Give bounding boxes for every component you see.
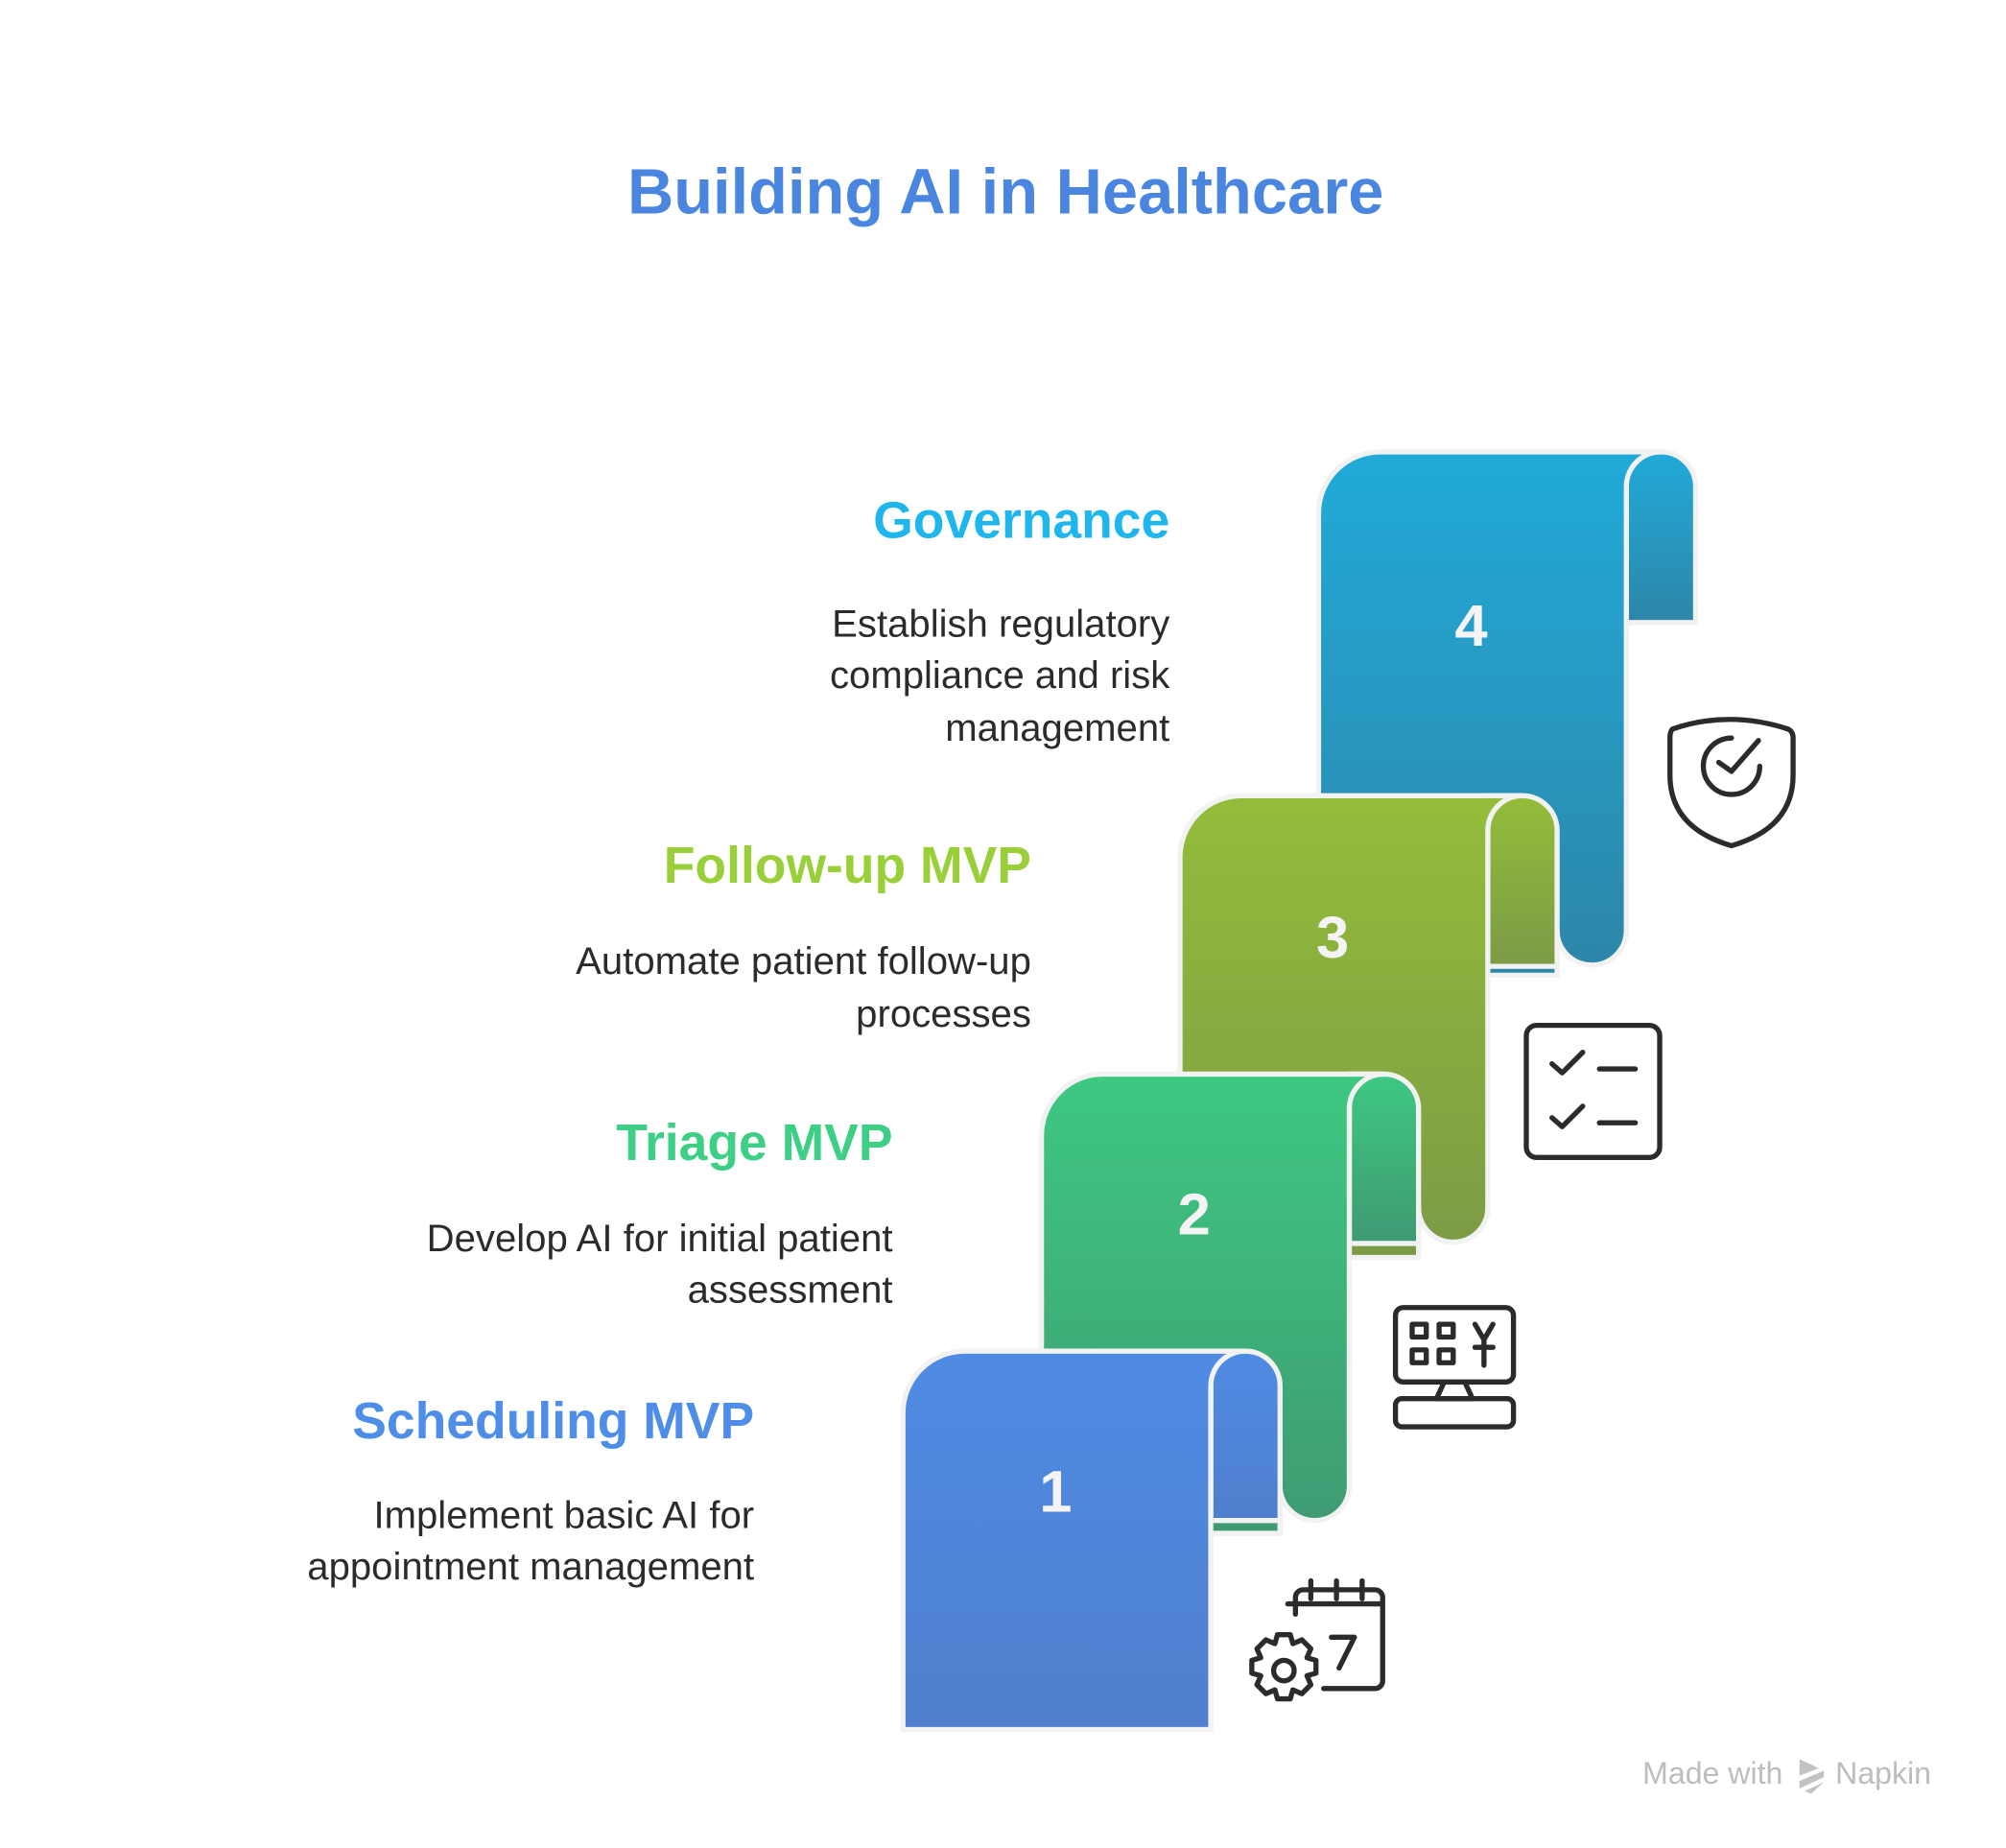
step-1-title: Scheduling MVP — [352, 1393, 754, 1450]
step-3-number: 3 — [1316, 905, 1349, 971]
page-title: Building AI in Healthcare — [627, 155, 1383, 227]
watermark: Made with Napkin — [1642, 1756, 1931, 1794]
step-1-desc-line-1: Implement basic AI for — [373, 1495, 754, 1537]
step-4-desc-line-1: Establish regulatory — [832, 604, 1169, 646]
napkin-logo-icon — [1799, 1759, 1825, 1794]
step-1-number: 1 — [1039, 1458, 1072, 1525]
step-3-desc-line-1: Automate patient follow-up — [576, 940, 1031, 983]
step-2-desc-line-1: Develop AI for initial patient — [427, 1218, 893, 1260]
step-4-desc-line-3: management — [945, 707, 1169, 749]
watermark-made-with: Made with — [1642, 1756, 1782, 1790]
step-1-scroll — [900, 1348, 1283, 1733]
step-2-title: Triage MVP — [616, 1115, 892, 1172]
watermark-brand: Napkin — [1835, 1756, 1931, 1790]
step-3-title: Follow-up MVP — [664, 838, 1031, 894]
step-3-desc-line-2: processes — [856, 993, 1031, 1035]
calendar-gear-icon — [1249, 1577, 1385, 1702]
checklist-icon — [1523, 1022, 1663, 1160]
step-2-number: 2 — [1178, 1182, 1211, 1248]
step-1-desc-line-2: appointment management — [307, 1546, 754, 1588]
step-4-title: Governance — [873, 493, 1169, 550]
shield-check-icon — [1667, 717, 1796, 849]
step-4-number: 4 — [1454, 593, 1487, 659]
computer-keyboard-icon — [1392, 1305, 1517, 1430]
step-4-desc-line-2: compliance and risk — [830, 654, 1170, 697]
step-2-desc-line-2: assessment — [688, 1268, 893, 1311]
